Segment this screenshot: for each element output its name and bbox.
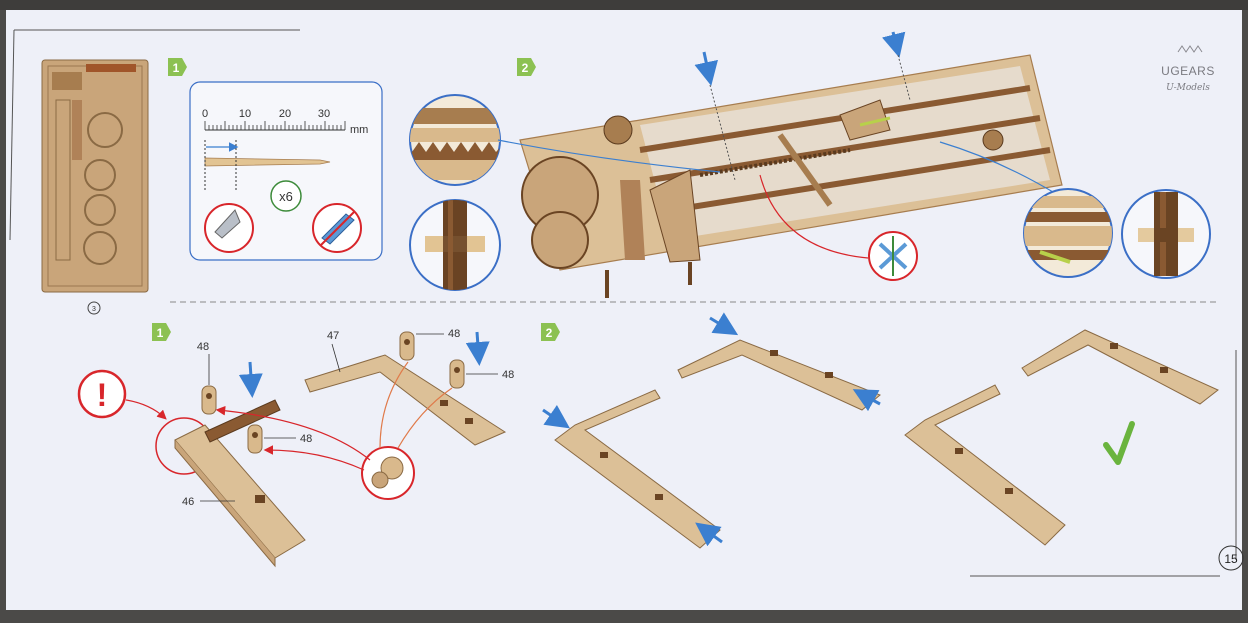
parts-pile-icon: [362, 447, 414, 499]
label-48-mid: 48: [300, 433, 312, 445]
quantity-text: x6: [279, 189, 293, 204]
pin-detail-zoom: [410, 198, 500, 298]
svg-text:UGEARS: UGEARS: [1161, 64, 1215, 78]
sheet-number: 3: [92, 306, 96, 313]
join-arrow-2: [710, 318, 733, 332]
part-48-upper-right: [400, 332, 414, 360]
right-pin-detail-zoom: [1122, 190, 1210, 278]
frame-corner-upper: [678, 340, 880, 410]
frame-corner-upper-done: [1022, 330, 1218, 404]
ruler-tick-30: 30: [318, 108, 330, 120]
ruler-tick-10: 10: [239, 108, 251, 120]
pile-leader-2: [266, 450, 364, 470]
bottom-step2-badge: 2: [541, 323, 560, 341]
rack-detail-zoom: [405, 95, 505, 185]
label-48-right: 48: [502, 369, 514, 381]
insert-arrow-left: [704, 52, 710, 80]
ruler-unit: mm: [350, 124, 368, 136]
label-48-upper-right: 48: [448, 328, 460, 340]
label-48-top: 48: [197, 341, 209, 353]
top-step1-badge: 1: [168, 58, 187, 76]
brand-logo: UGEARS U-Models: [1161, 46, 1215, 93]
part-46: [175, 425, 305, 566]
side-rule: [10, 30, 14, 240]
frame-corner-lower-right-done: [905, 385, 1065, 545]
svg-text:1: 1: [157, 326, 164, 340]
join-arrow-1: [543, 410, 565, 425]
insert-arrow-right: [893, 32, 898, 52]
ruler-tick-0: 0: [202, 108, 208, 120]
svg-text:2: 2: [522, 61, 529, 75]
label-46: 46: [182, 496, 194, 508]
svg-text:2: 2: [546, 326, 553, 340]
part-47: [305, 355, 505, 445]
frame-corner-lower-left: [555, 390, 720, 548]
mechanism-assembly: [520, 55, 1062, 298]
slider-detail-zoom: [1024, 189, 1114, 277]
checkmark-icon: [1106, 424, 1132, 462]
sheet-thumbnail: [42, 60, 148, 292]
ruler-tick-20: 20: [279, 108, 291, 120]
page-number: 15: [1224, 552, 1238, 566]
svg-text:U-Models: U-Models: [1166, 83, 1210, 93]
tool-panel: 0 10 20 30 mm x6: [190, 82, 382, 260]
bottom-step1-badge: 1: [152, 323, 171, 341]
svg-text:!: !: [97, 377, 108, 413]
label-47: 47: [327, 330, 339, 342]
insert-arrow-part46: [250, 362, 252, 392]
top-step2-badge: 2: [517, 58, 536, 76]
part-48-right: [450, 360, 464, 388]
part-48-mid: [248, 425, 262, 453]
rotate-direction-icon: [869, 232, 917, 280]
svg-text:1: 1: [173, 61, 180, 75]
warning-leader: [126, 400, 165, 418]
part-48-top: [202, 386, 216, 414]
insert-arrow-part47: [477, 332, 479, 360]
warning-icon: !: [79, 371, 125, 417]
